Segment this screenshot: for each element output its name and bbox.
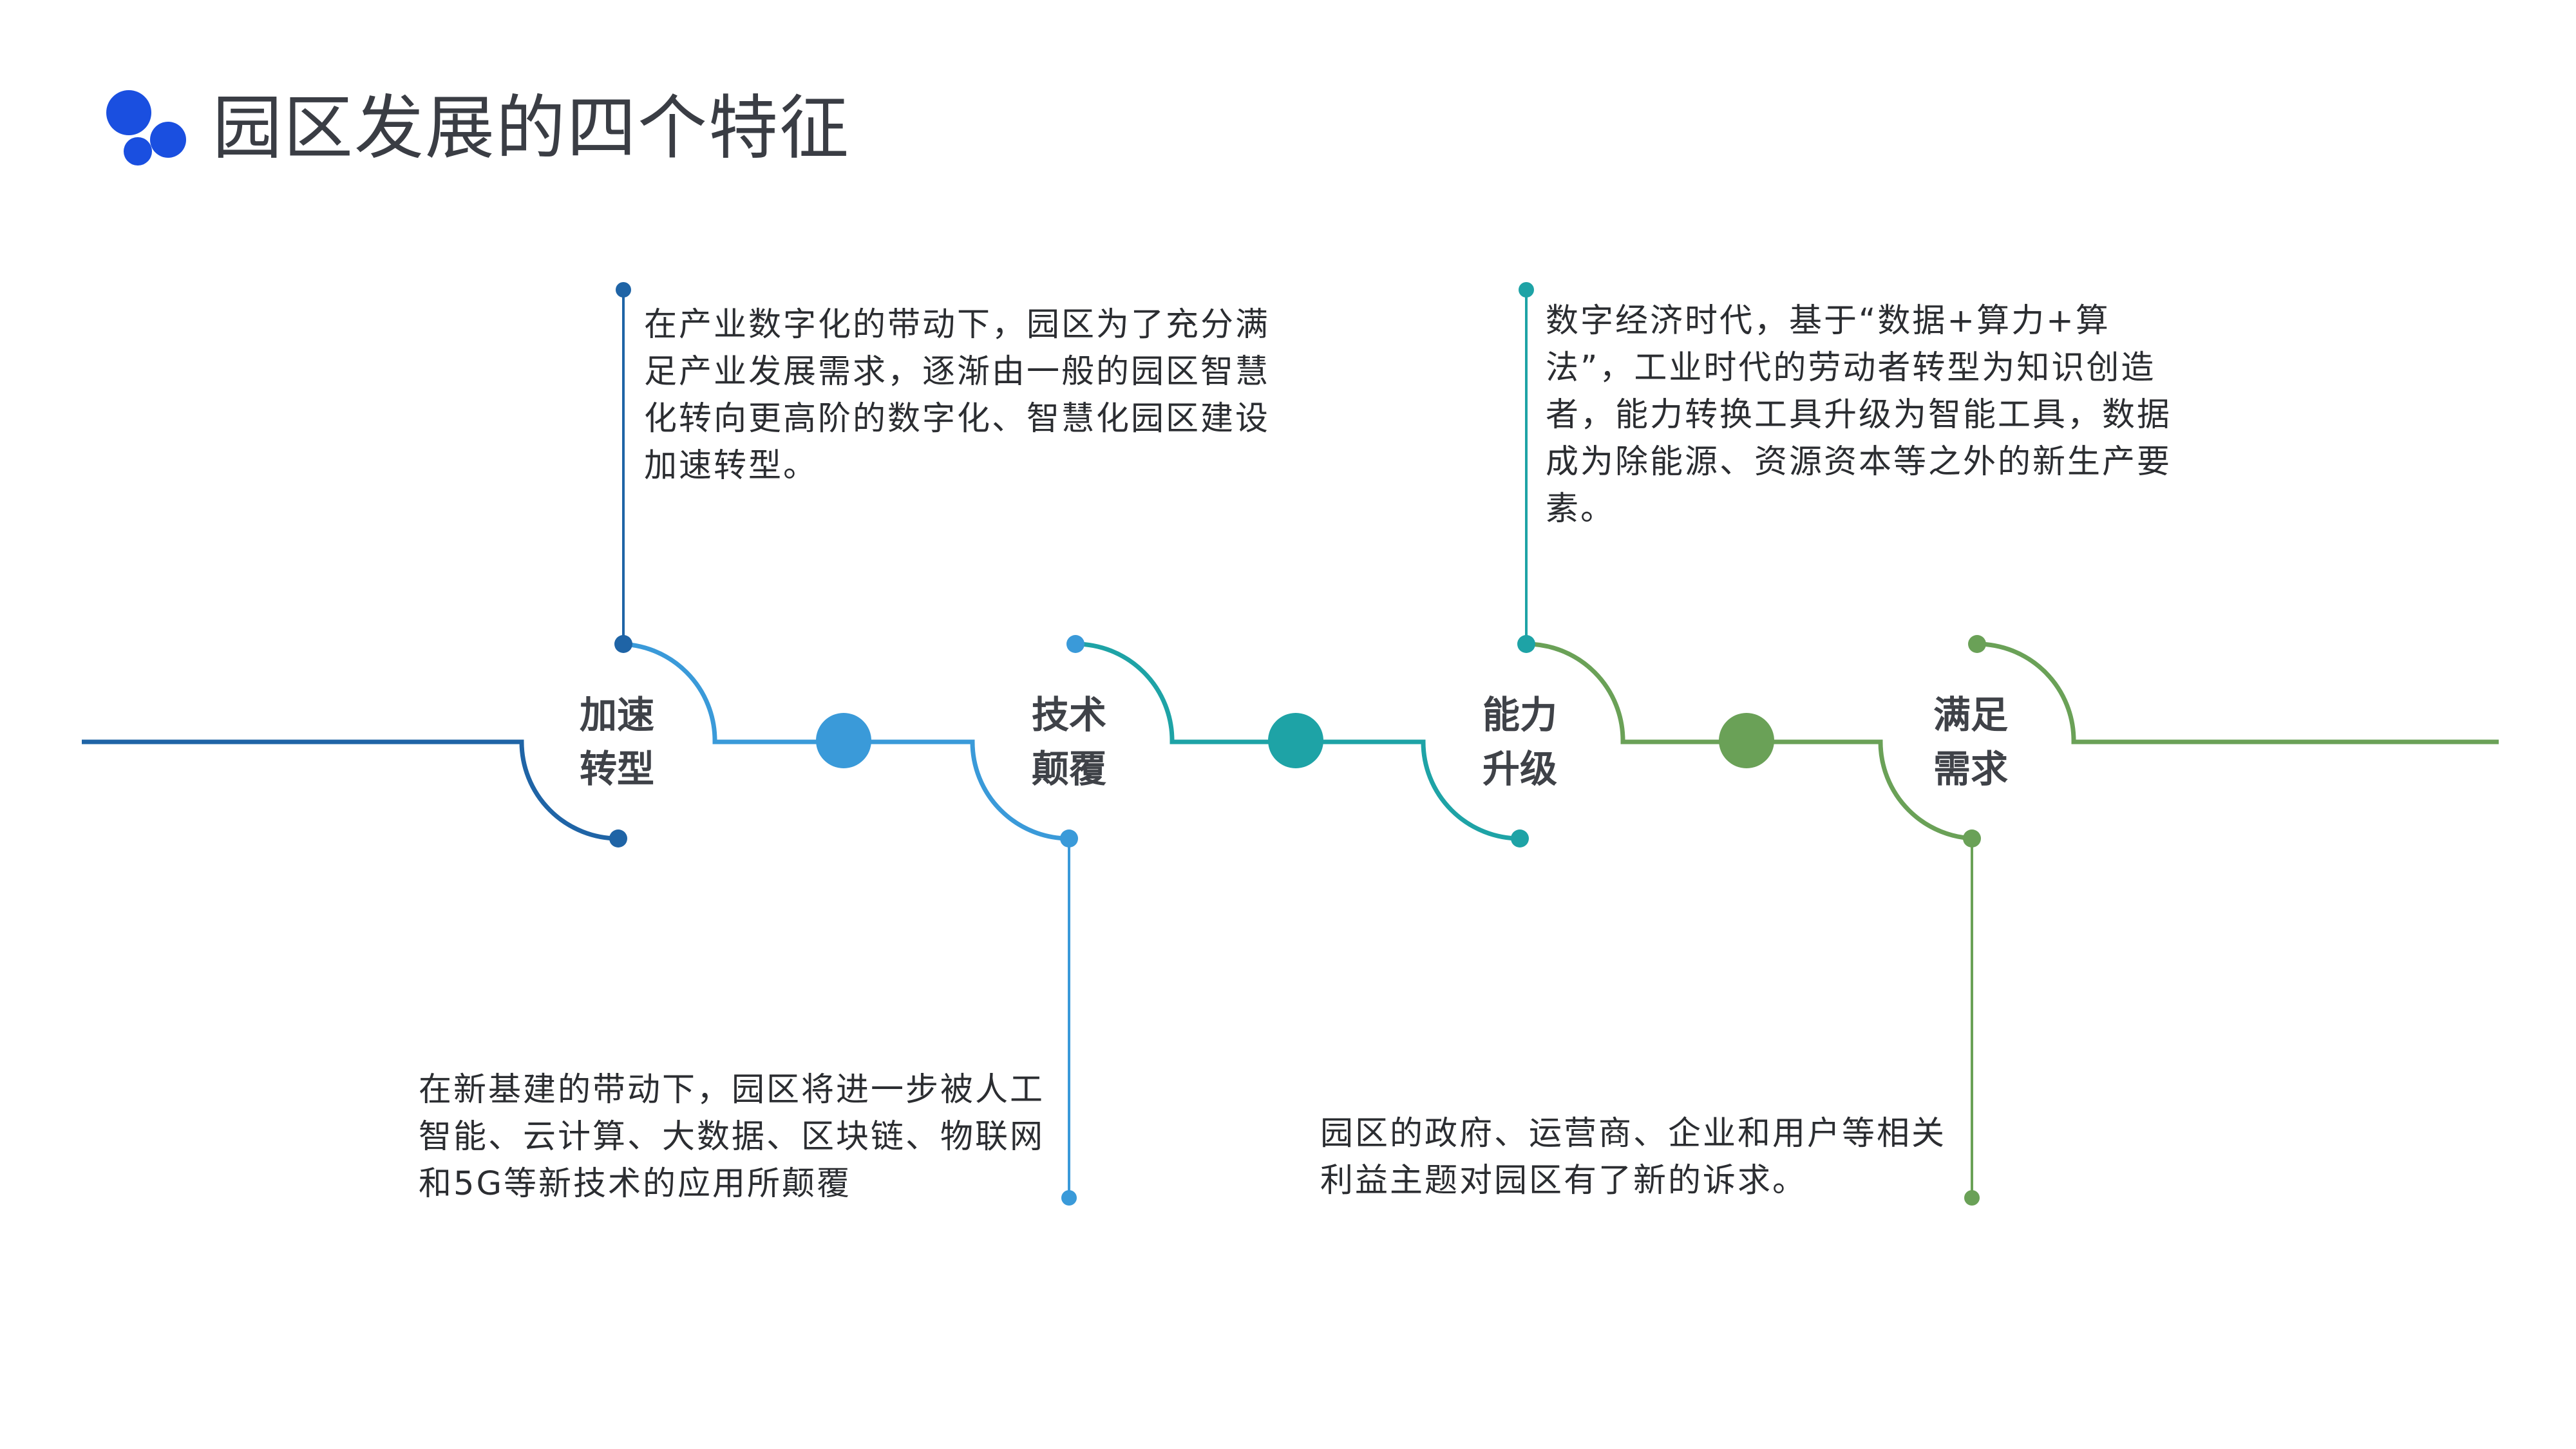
connector-dot-1 xyxy=(816,713,871,768)
stage-label-4-line1: 满足 xyxy=(1933,693,2008,737)
callout-dot-4-top xyxy=(1968,635,1986,653)
stage-label-3-line2: 升级 xyxy=(1482,747,1557,791)
stage-label-2-line1: 技术 xyxy=(1031,693,1106,737)
stage-label-3-line1: 能力 xyxy=(1482,693,1557,737)
stage-label-4: 满足 需求 xyxy=(1893,688,2048,796)
timeline-segment-4 xyxy=(1526,641,1978,841)
callout-dot-2-top xyxy=(1066,635,1084,653)
connector-dot-2 xyxy=(1268,713,1323,768)
timeline-segment-1 xyxy=(82,739,619,841)
callout-dot-4-bottom xyxy=(1964,1190,1980,1206)
callout-dot-1-top xyxy=(616,282,631,298)
callout-dot-2-bottom xyxy=(1061,1190,1077,1206)
stage-description-4: 园区的政府、运营商、企业和用户等相关利益主题对园区有了新的诉求。 xyxy=(1320,1115,1947,1200)
connector-dot-3 xyxy=(1719,713,1774,768)
callout-dot-3-arc xyxy=(1517,635,1535,653)
callout-dot-1-arc xyxy=(614,635,632,653)
stage-label-2-line2: 颠覆 xyxy=(1031,747,1106,791)
timeline-segment-3 xyxy=(1075,641,1520,841)
stage-description-3: 数字经济时代，基于“数据+算力+算法”，工业时代的劳动者转型为知识创造者，能力转… xyxy=(1546,302,2172,528)
timeline-segment-5 xyxy=(1976,641,2499,744)
callout-dot-3-top xyxy=(1519,282,1534,298)
stage-label-4-line2: 需求 xyxy=(1933,747,2008,791)
stage-label-1-line2: 转型 xyxy=(579,747,654,791)
stage-label-1-line1: 加速 xyxy=(579,693,654,737)
timeline-segment-2 xyxy=(618,641,1070,841)
callout-dot-4-arc xyxy=(1963,829,1981,848)
stage-description-1: 在产业数字化的带动下，园区为了充分满足产业发展需求，逐渐由一般的园区智慧化转向更… xyxy=(644,306,1271,485)
page-title: 园区发展的四个特征 xyxy=(213,88,851,169)
stage-label-1: 加速 转型 xyxy=(540,688,694,796)
stage-label-2: 技术 颠覆 xyxy=(992,688,1146,796)
stage-label-3: 能力 升级 xyxy=(1443,688,1597,796)
callout-dot-3-bottom xyxy=(1511,829,1529,848)
stage-description-2: 在新基建的带动下，园区将进一步被人工智能、云计算、大数据、区块链、物联网和5G等… xyxy=(419,1071,1045,1203)
callout-dot-2-arc xyxy=(1060,829,1078,848)
callout-dot-1-bottom xyxy=(609,829,627,848)
